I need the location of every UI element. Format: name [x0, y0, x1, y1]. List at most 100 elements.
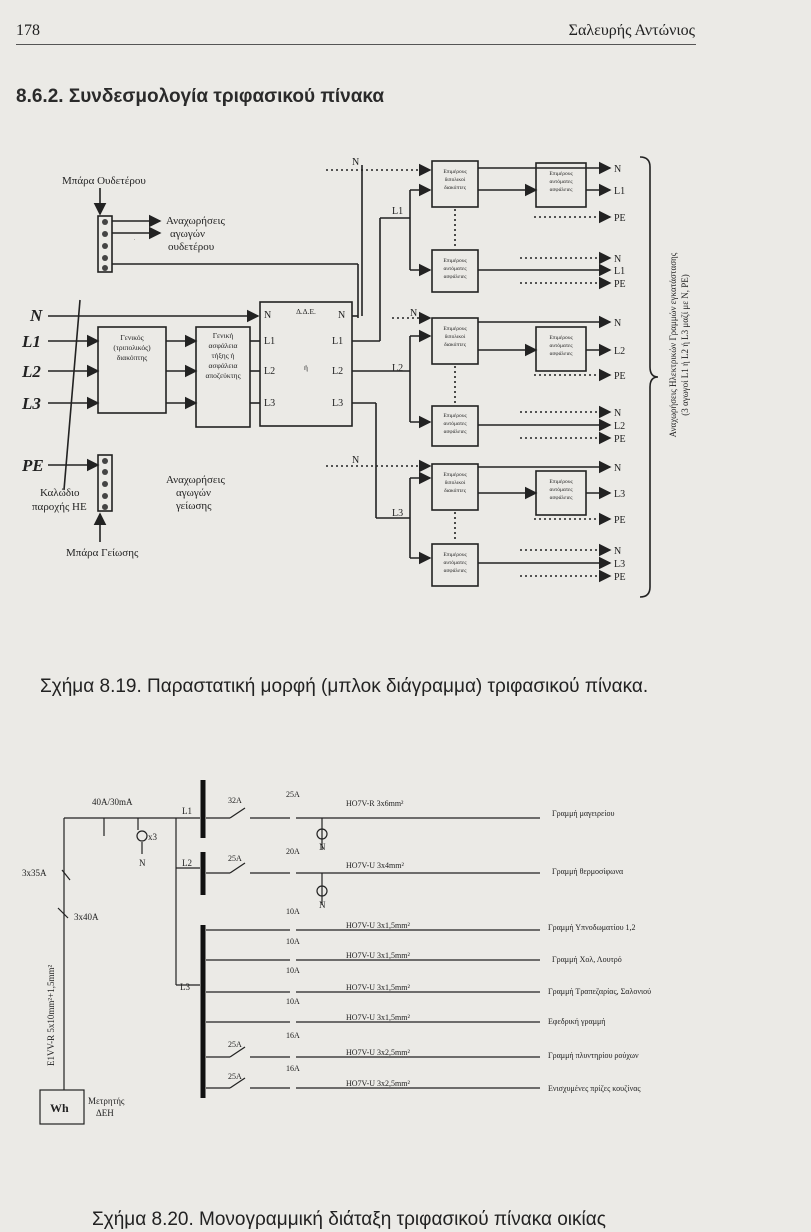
svg-text:N: N [319, 900, 326, 910]
svg-text:N: N [352, 455, 359, 466]
svg-text:L1: L1 [392, 206, 403, 217]
svg-text:ασφάλειες: ασφάλειες [444, 429, 468, 435]
svg-text:HO7V-U 3x1,5mm²: HO7V-U 3x1,5mm² [346, 983, 410, 992]
svg-text:ασφάλειες: ασφάλειες [550, 187, 574, 193]
neutral-bar-label: Μπάρα Ουδετέρου [62, 175, 146, 187]
svg-text:25A: 25A [228, 1072, 242, 1081]
svg-text:Επιμέρους: Επιμέρους [443, 472, 467, 478]
svg-text:διπολικοί: διπολικοί [445, 177, 466, 183]
svg-text:Επιμέρους: Επιμέρους [443, 326, 467, 332]
svg-text:Αναχωρήσεις: Αναχωρήσεις [166, 215, 225, 227]
svg-text:διπολικοί: διπολικοί [445, 334, 466, 340]
svg-text:HO7V-R 3x6mm²: HO7V-R 3x6mm² [346, 799, 404, 808]
svg-text:L3: L3 [21, 394, 41, 413]
svg-text:ασφάλεια: ασφάλεια [209, 361, 238, 370]
svg-text:Επιμέρους: Επιμέρους [443, 258, 467, 264]
svg-text:10A: 10A [286, 966, 300, 975]
svg-text:L2: L2 [392, 363, 403, 374]
svg-text:N: N [264, 310, 271, 321]
svg-text:τήξης ή: τήξης ή [212, 351, 235, 360]
svg-text:HO7V-U 3x1,5mm²: HO7V-U 3x1,5mm² [346, 951, 410, 960]
svg-text:16A: 16A [286, 1031, 300, 1040]
svg-text:20A: 20A [286, 847, 300, 856]
svg-text:N: N [352, 157, 359, 168]
svg-text:διακόπτες: διακόπτες [444, 342, 467, 348]
svg-text:N: N [614, 408, 621, 419]
svg-text:N: N [614, 318, 621, 329]
svg-text:.: . [134, 237, 135, 242]
svg-text:16A: 16A [286, 1064, 300, 1073]
ground-bar [97, 454, 113, 512]
svg-text:L1: L1 [614, 186, 625, 197]
side-note-line2: (3 αγωγοί L1 ή L2 ή L3 μαζί με N, PE) [680, 274, 690, 415]
svg-text:παροχής ΗΕ: παροχής ΗΕ [32, 501, 87, 513]
svg-text:γείωσης: γείωσης [175, 500, 212, 512]
svg-text:αυτόματες: αυτόματες [549, 179, 573, 185]
svg-text:N: N [29, 306, 43, 325]
svg-text:N: N [319, 842, 326, 852]
svg-text:25A: 25A [228, 854, 242, 863]
svg-text:διακόπτες: διακόπτες [444, 488, 467, 494]
svg-text:HO7V-U 3x4mm²: HO7V-U 3x4mm² [346, 861, 404, 870]
svg-text:L2: L2 [614, 421, 625, 432]
circuit-list: 32A 25A HO7V-R 3x6mm² Γραμμή μαγειρείου … [228, 790, 651, 1093]
svg-text:E1VV-R 5x10mm²+1,5mm²: E1VV-R 5x10mm²+1,5mm² [46, 965, 56, 1066]
svg-text:3x35A: 3x35A [22, 868, 47, 878]
svg-text:25A: 25A [286, 790, 300, 799]
svg-text:10A: 10A [286, 937, 300, 946]
svg-text:N: N [139, 858, 146, 868]
section-title: 8.6.2. Συνδεσμολογία τριφασικού πίνακα [16, 86, 385, 107]
svg-text:PE: PE [614, 434, 626, 445]
svg-text:40A/30mA: 40A/30mA [92, 797, 133, 807]
svg-text:Επιμέρους: Επιμέρους [549, 335, 573, 341]
svg-text:PE: PE [614, 572, 626, 583]
svg-text:Γραμμή Υπνοδωματίου 1,2: Γραμμή Υπνοδωματίου 1,2 [548, 923, 636, 932]
svg-text:Επιμέρους: Επιμέρους [443, 413, 467, 419]
svg-text:Καλώδιο: Καλώδιο [40, 487, 80, 499]
figure2-caption: Σχήμα 8.20. Μονογραμμική διάταξη τριφασι… [92, 1209, 606, 1230]
svg-text:HO7V-U 3x2,5mm²: HO7V-U 3x2,5mm² [346, 1079, 410, 1088]
svg-text:Wh: Wh [50, 1101, 69, 1115]
svg-text:N: N [410, 308, 417, 319]
svg-text:PE: PE [614, 371, 626, 382]
svg-text:PE: PE [21, 456, 44, 475]
svg-text:L1: L1 [182, 806, 192, 816]
svg-text:ουδετέρου: ουδετέρου [168, 241, 215, 253]
svg-text:ή: ή [304, 363, 308, 372]
svg-text:L3: L3 [180, 982, 190, 992]
svg-text:L1: L1 [264, 336, 275, 347]
svg-text:10A: 10A [286, 907, 300, 916]
svg-text:Γραμμή μαγειρείου: Γραμμή μαγειρείου [552, 809, 614, 818]
ground-bar-label: Μπάρα Γείωσης [66, 547, 139, 559]
svg-text:Εφεδρική γραμμή: Εφεδρική γραμμή [548, 1017, 605, 1026]
header-rule [16, 44, 696, 45]
svg-text:N: N [614, 254, 621, 265]
svg-text:N: N [614, 463, 621, 474]
svg-text:ασφάλειες: ασφάλειες [444, 274, 468, 280]
svg-text:αγωγών: αγωγών [176, 487, 211, 499]
neutral-bar [97, 215, 113, 273]
svg-text:Γραμμή θερμοσίφωνα: Γραμμή θερμοσίφωνα [552, 867, 624, 876]
svg-text:Επιμέρους: Επιμέρους [443, 552, 467, 558]
svg-text:ΔΕΗ: ΔΕΗ [96, 1108, 114, 1118]
svg-text:Γραμμή πλυντηρίου ρούχων: Γραμμή πλυντηρίου ρούχων [548, 1051, 639, 1060]
svg-text:L2: L2 [182, 858, 192, 868]
svg-text:αποζεύκτης: αποζεύκτης [205, 371, 240, 380]
svg-text:HO7V-U 3x2,5mm²: HO7V-U 3x2,5mm² [346, 1048, 410, 1057]
svg-text:PE: PE [614, 279, 626, 290]
svg-text:διακόπτες: διακόπτες [444, 185, 467, 191]
svg-text:L2: L2 [21, 362, 41, 381]
svg-text:ασφάλειες: ασφάλειες [550, 351, 574, 357]
svg-text:L3: L3 [614, 559, 625, 570]
svg-text:10A: 10A [286, 997, 300, 1006]
svg-text:L3: L3 [332, 398, 343, 409]
side-note-line1: Αναχωρήσεις Ηλεκτρικών Γραμμών εγκατάστα… [668, 252, 678, 437]
svg-text:αυτόματες: αυτόματες [443, 421, 467, 427]
svg-text:διακόπτης: διακόπτης [117, 353, 148, 362]
svg-text:Ενισχυμένες πρίζες κουζίνας: Ενισχυμένες πρίζες κουζίνας [548, 1084, 641, 1093]
svg-text:HO7V-U 3x1,5mm²: HO7V-U 3x1,5mm² [346, 1013, 410, 1022]
svg-text:ασφάλειες: ασφάλειες [550, 495, 574, 501]
svg-text:διπολικοί: διπολικοί [445, 480, 466, 486]
svg-text:3x40A: 3x40A [74, 912, 99, 922]
